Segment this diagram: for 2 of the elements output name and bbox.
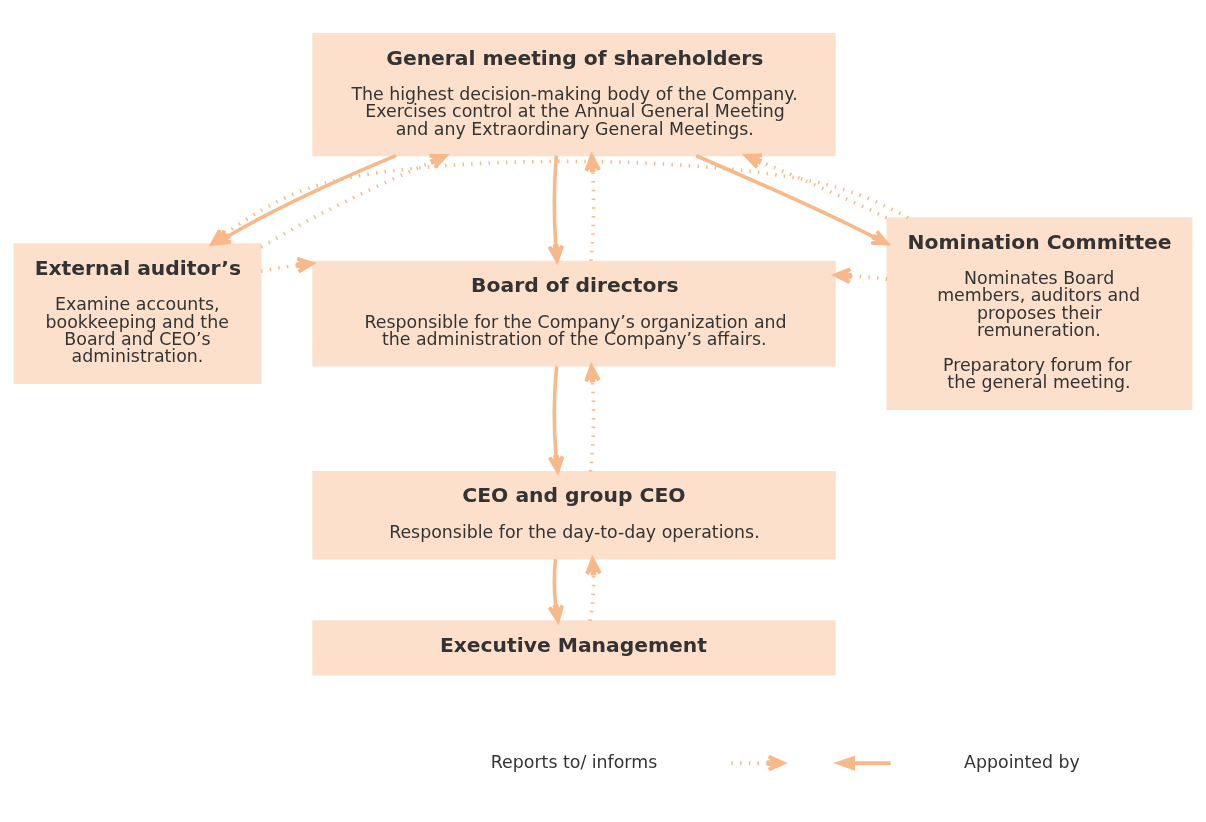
legend-label: Reports to/ informs [490, 751, 658, 772]
legend-label: Appointed by [964, 751, 1080, 772]
